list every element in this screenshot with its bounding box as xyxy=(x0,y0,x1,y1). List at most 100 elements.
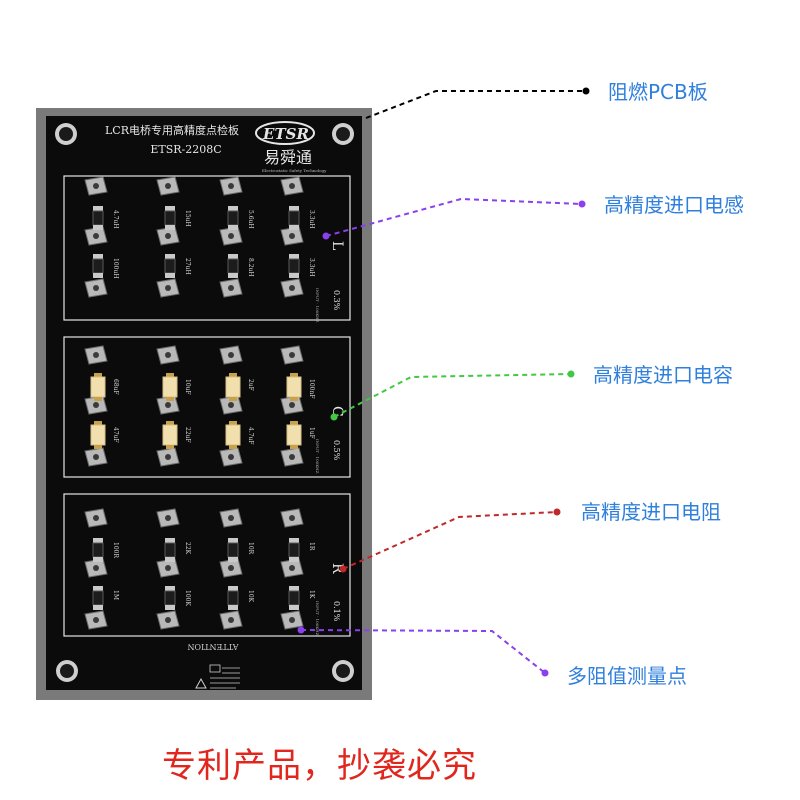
resistor-component xyxy=(92,538,104,562)
inductor-terminal[interactable] xyxy=(84,278,108,298)
component-value-label: 10R xyxy=(247,542,254,555)
inductor-terminal[interactable] xyxy=(280,176,304,196)
capacitor-leader-dot xyxy=(330,413,338,421)
capacitor-terminal[interactable] xyxy=(219,447,243,467)
capacitor-terminal[interactable] xyxy=(156,447,180,467)
resistor-terminal[interactable] xyxy=(156,508,180,528)
component-value-label: 10uF xyxy=(184,379,191,395)
capacitor-terminal[interactable] xyxy=(84,345,108,365)
attention-label: ATTENTION xyxy=(187,642,239,651)
component-value-label: 10K xyxy=(247,590,254,603)
inductor-component xyxy=(92,206,104,230)
component-value-label: 27uH xyxy=(184,258,191,275)
points-leader-line xyxy=(300,629,546,674)
capacitor-terminal[interactable] xyxy=(84,447,108,467)
resistor-component xyxy=(227,586,239,610)
inductor-leader-dot xyxy=(578,200,586,208)
component-value-label: 1uF xyxy=(308,427,315,439)
capacitor-section-frame xyxy=(63,336,351,478)
inductor-leader-line xyxy=(325,197,583,237)
brand-subtitle: Electrostatic Safety Technology xyxy=(262,168,327,173)
inductor-terminal[interactable] xyxy=(219,176,243,196)
inductor-terminal[interactable] xyxy=(280,278,304,298)
inductor-small-print: INPUT · 100KHZ xyxy=(315,288,320,323)
capacitor-component xyxy=(90,373,106,401)
capacitor-leader-dot xyxy=(567,370,575,378)
inductor-component xyxy=(227,254,239,278)
component-value-label: 2uF xyxy=(247,379,254,391)
resistor-small-print: INPUT · 100KHZ xyxy=(315,601,320,636)
capacitor-terminal[interactable] xyxy=(219,345,243,365)
capacitor-leader-line xyxy=(333,373,572,418)
mounting-holes xyxy=(55,123,354,682)
capacitor-component xyxy=(286,421,302,449)
logo-text: ETSR xyxy=(262,125,309,143)
inductor-component xyxy=(164,206,176,230)
component-value-label: 15uH xyxy=(184,210,191,227)
component-value-label: 4.7uF xyxy=(247,427,254,445)
patent-notice: 专利产品，抄袭必究 xyxy=(162,746,477,786)
inductor-tolerance: 0.3% xyxy=(332,290,341,311)
resistor-component xyxy=(164,538,176,562)
resistor-leader-dot xyxy=(553,508,561,516)
inductor-component xyxy=(227,206,239,230)
resistor-terminal[interactable] xyxy=(84,610,108,630)
inductor-terminal[interactable] xyxy=(84,176,108,196)
inductor-component xyxy=(164,254,176,278)
component-value-label: 100nF xyxy=(308,379,315,398)
points-leader-dot xyxy=(541,669,549,677)
capacitor-terminal[interactable] xyxy=(156,345,180,365)
inductor-leader-dot xyxy=(322,232,330,240)
resistor-terminal[interactable] xyxy=(219,508,243,528)
resistor-terminal[interactable] xyxy=(280,508,304,528)
inductor-component xyxy=(288,254,300,278)
component-value-label: 22K xyxy=(184,542,191,555)
component-value-label: 1K xyxy=(308,590,315,599)
resistor-terminal[interactable] xyxy=(280,610,304,630)
brand-name: 易舜通 xyxy=(264,148,312,167)
pcb-leader-dot xyxy=(582,87,590,95)
capacitor-small-print: INPUT · 100KHZ xyxy=(315,439,320,474)
component-value-label: 100K xyxy=(184,590,191,606)
component-value-label: 47uF xyxy=(112,427,119,443)
capacitor-terminal[interactable] xyxy=(280,345,304,365)
resistor-terminal[interactable] xyxy=(156,558,180,578)
resistor-letter: R xyxy=(329,563,345,574)
capacitor-component xyxy=(286,373,302,401)
capacitor-terminal[interactable] xyxy=(280,447,304,467)
resistor-component xyxy=(227,538,239,562)
component-value-label: 5.6uH xyxy=(247,210,254,229)
component-value-label: 3.3uH xyxy=(308,258,315,277)
inductor-terminal[interactable] xyxy=(219,226,243,246)
resistor-terminal[interactable] xyxy=(84,508,108,528)
resistor-terminal[interactable] xyxy=(156,610,180,630)
inductor-terminal[interactable] xyxy=(156,278,180,298)
resistor-component xyxy=(164,586,176,610)
inductor-terminal[interactable] xyxy=(280,226,304,246)
component-value-label: 68uF xyxy=(112,379,119,395)
inductor-letter: L xyxy=(329,241,345,250)
component-value-label: 1R xyxy=(308,542,315,551)
resistor-leader-line xyxy=(342,511,558,570)
resistor-section-frame xyxy=(63,493,351,637)
resistor-terminal[interactable] xyxy=(219,610,243,630)
capacitor-component xyxy=(225,373,241,401)
resistor-leader-dot xyxy=(339,565,347,573)
inductor-section-frame xyxy=(63,175,351,321)
component-value-label: 1M xyxy=(112,590,119,600)
inductor-terminal[interactable] xyxy=(156,176,180,196)
resistor-component xyxy=(288,538,300,562)
board-title: LCR电桥专用高精度点检板 xyxy=(105,123,239,137)
resistor-component xyxy=(288,586,300,610)
callout-pcb: 阻燃PCB板 xyxy=(608,80,708,104)
points-leader-dot xyxy=(297,626,305,634)
callout-resistor: 高精度进口电阻 xyxy=(581,500,721,524)
inductor-terminal[interactable] xyxy=(156,226,180,246)
inductor-terminal[interactable] xyxy=(219,278,243,298)
resistor-component xyxy=(92,586,104,610)
resistor-tolerance: 0.1% xyxy=(332,601,341,622)
